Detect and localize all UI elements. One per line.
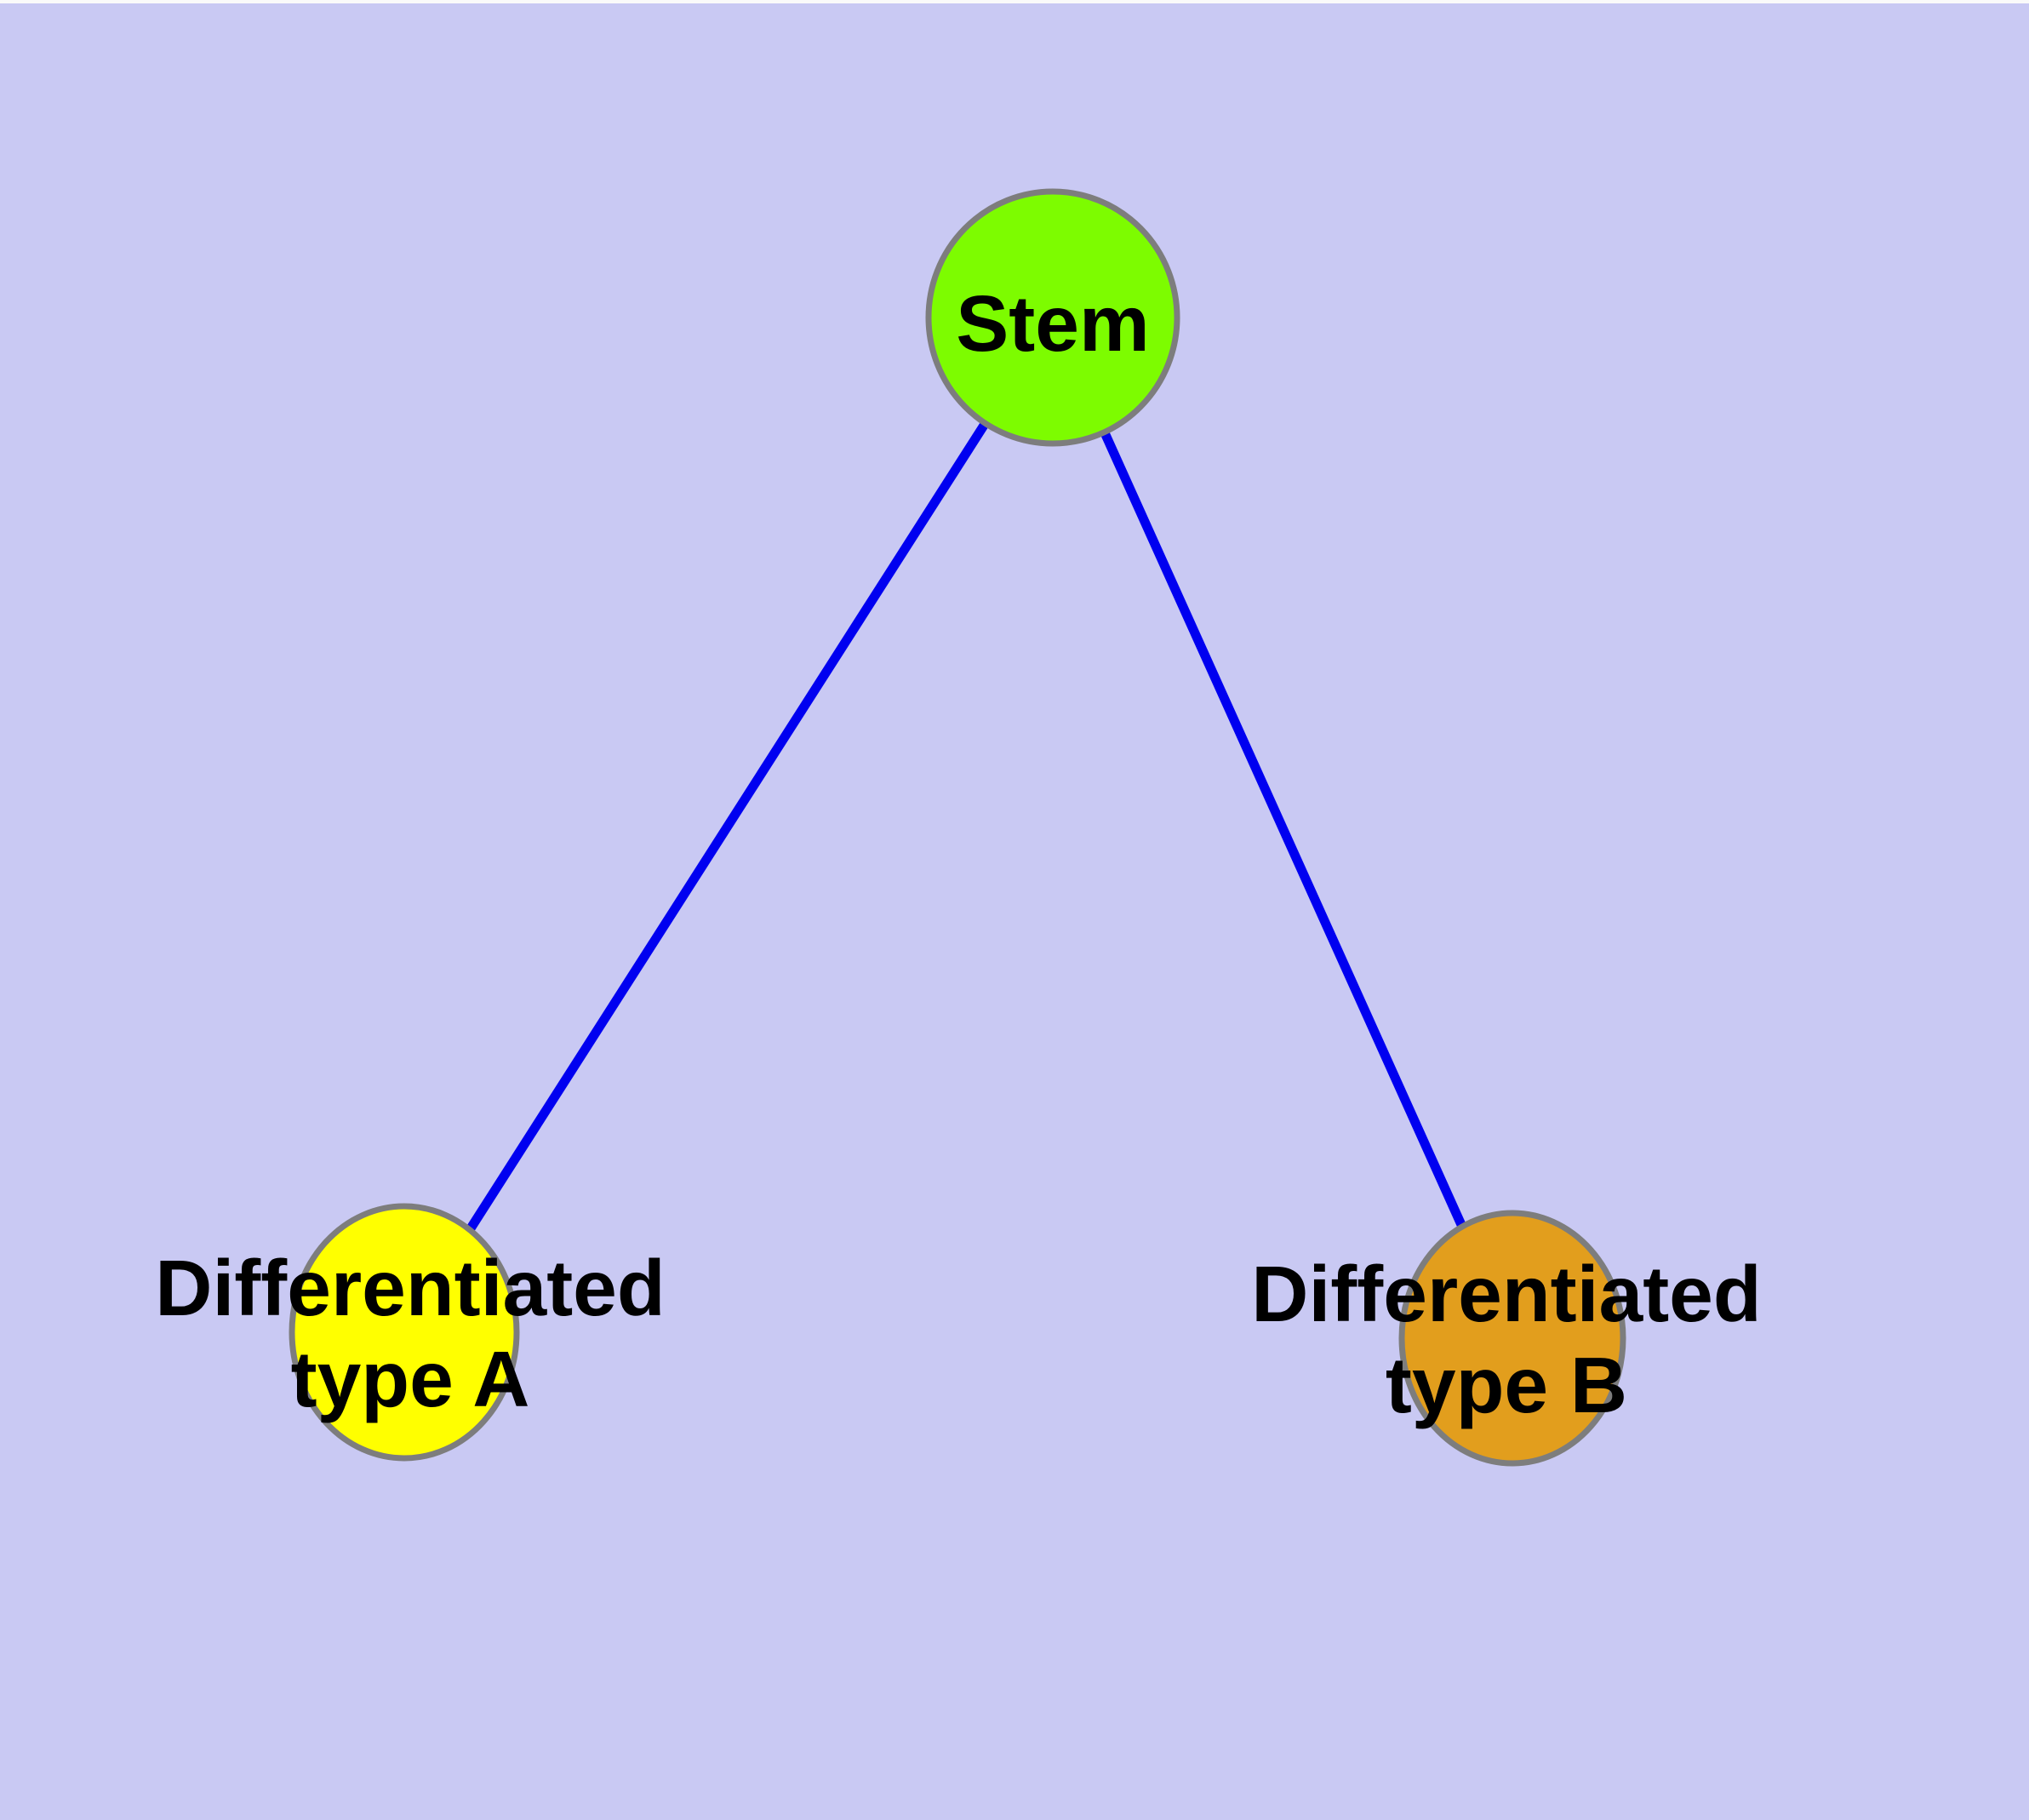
node-type-b-circle: [1398, 1210, 1626, 1467]
node-type-a-label-line1: Differentiated: [155, 1244, 665, 1332]
node-type-b-label-line1: Differentiated: [1251, 1250, 1761, 1338]
edge-stem-to-type-b: [1048, 315, 1517, 1341]
edge-stem-to-type-a: [400, 315, 1057, 1335]
top-margin-strip: [0, 0, 2029, 3]
node-stem: Stem: [925, 188, 1180, 447]
node-differentiated-type-a: Differentiated type A: [155, 1203, 666, 1462]
node-differentiated-type-b: Differentiated type B: [1251, 1210, 1762, 1467]
node-type-b-label-line2: type B: [1386, 1341, 1627, 1429]
node-type-a-circle: [289, 1203, 520, 1462]
node-type-a-label-line2: type A: [291, 1335, 530, 1423]
node-stem-circle: [925, 188, 1180, 447]
node-stem-label: Stem: [956, 279, 1149, 368]
